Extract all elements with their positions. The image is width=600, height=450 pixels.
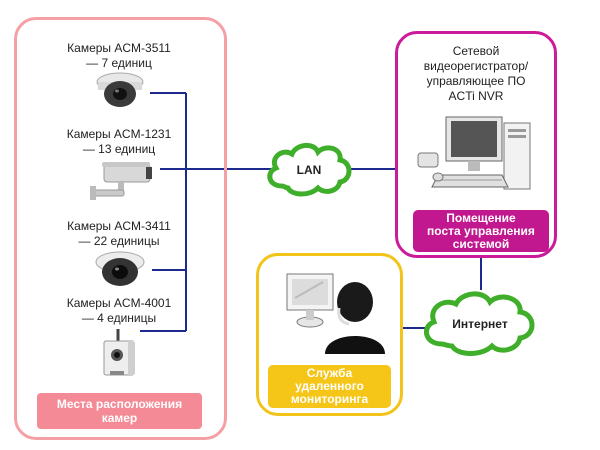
camera-model: Камеры ACM-3511 [67, 41, 171, 55]
tag-line: Места расположения [56, 397, 183, 411]
lan-cloud: LAN [267, 143, 352, 197]
tag-line: мониторинга [290, 392, 369, 406]
tag-line: поста управления [427, 223, 535, 238]
control-room-tag: Помещение поста управления системой [413, 210, 549, 252]
camera-label-acm4001: Камеры ACM-4001 — 4 единицы [44, 296, 194, 326]
camera-model: Камеры ACM-3411 [67, 219, 171, 233]
lan-label: LAN [297, 163, 322, 177]
camera-label-acm1231: Камеры ACM-1231 — 13 единиц [44, 127, 194, 157]
internet-cloud: Интернет [424, 291, 535, 356]
nvr-text-line: видеорегистратор/ [423, 59, 529, 73]
camera-count: — 13 единиц [82, 142, 156, 156]
operator-icon [286, 273, 385, 354]
nvr-description: Сетевой видеорегистратор/ управляющее ПО… [398, 44, 554, 104]
bullet-camera-icon [90, 162, 152, 200]
camera-model: Камеры ACM-4001 [66, 296, 172, 310]
camera-label-acm3511: Камеры ACM-3511 — 7 единиц [44, 41, 194, 71]
camera-count: — 7 единиц [86, 56, 152, 70]
tag-line: камер [101, 411, 138, 425]
cube-camera-icon [103, 329, 135, 376]
tag-line: системой [452, 236, 510, 251]
dome-camera-icon [96, 72, 144, 107]
camera-count: — 4 единицы [81, 311, 157, 325]
remote-monitoring-tag: Служба удаленного мониторинга [268, 365, 391, 408]
camera-count: — 22 единицы [78, 234, 160, 248]
camera-model: Камеры ACM-1231 [66, 127, 172, 141]
tag-line: Служба [306, 366, 353, 380]
camera-locations-tag: Места расположения камер [37, 393, 202, 429]
nvr-text-line: ACTi NVR [448, 89, 504, 103]
tag-line: Помещение [446, 210, 516, 225]
workstation-icon [417, 116, 531, 190]
nvr-text-line: управляющее ПО [426, 74, 526, 88]
camera-label-acm3411: Камеры ACM-3411 — 22 единицы [44, 219, 194, 249]
internet-label: Интернет [452, 317, 508, 331]
camera-locations-box [14, 17, 227, 440]
tag-line: удаленного [295, 379, 364, 393]
dome-camera-icon [95, 251, 145, 286]
nvr-text-line: Сетевой [452, 44, 500, 58]
